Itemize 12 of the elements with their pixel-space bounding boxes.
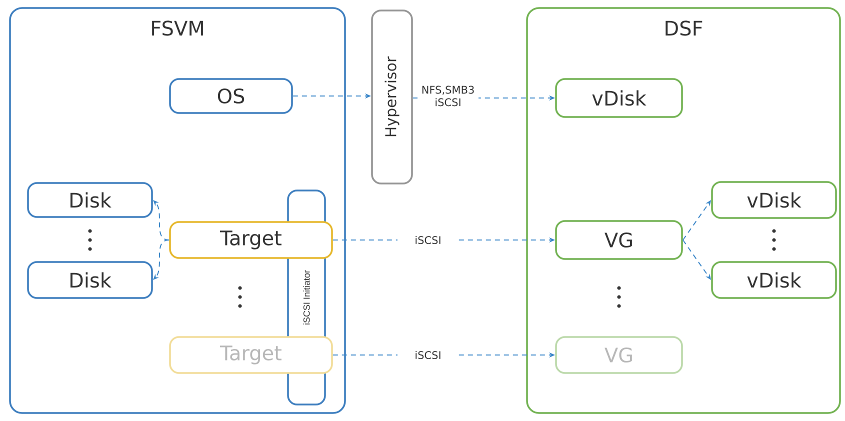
vg-box: VG [555,220,683,260]
edge-label: iSCSI [398,349,458,361]
edge-label: iSCSI [398,234,458,246]
target-box: Target [169,221,333,259]
process-box: OS [169,78,293,114]
vg-box: VG [555,336,683,374]
vdisk-box: vDisk [711,181,837,219]
hypervisor-bar: Hypervisor [371,10,413,184]
vdisk-box: vDisk [555,78,683,118]
vdisk-box: vDisk [711,261,837,299]
edge-label: NFS,SMB3 iSCSI [418,84,478,108]
target-box: Target [169,336,333,374]
